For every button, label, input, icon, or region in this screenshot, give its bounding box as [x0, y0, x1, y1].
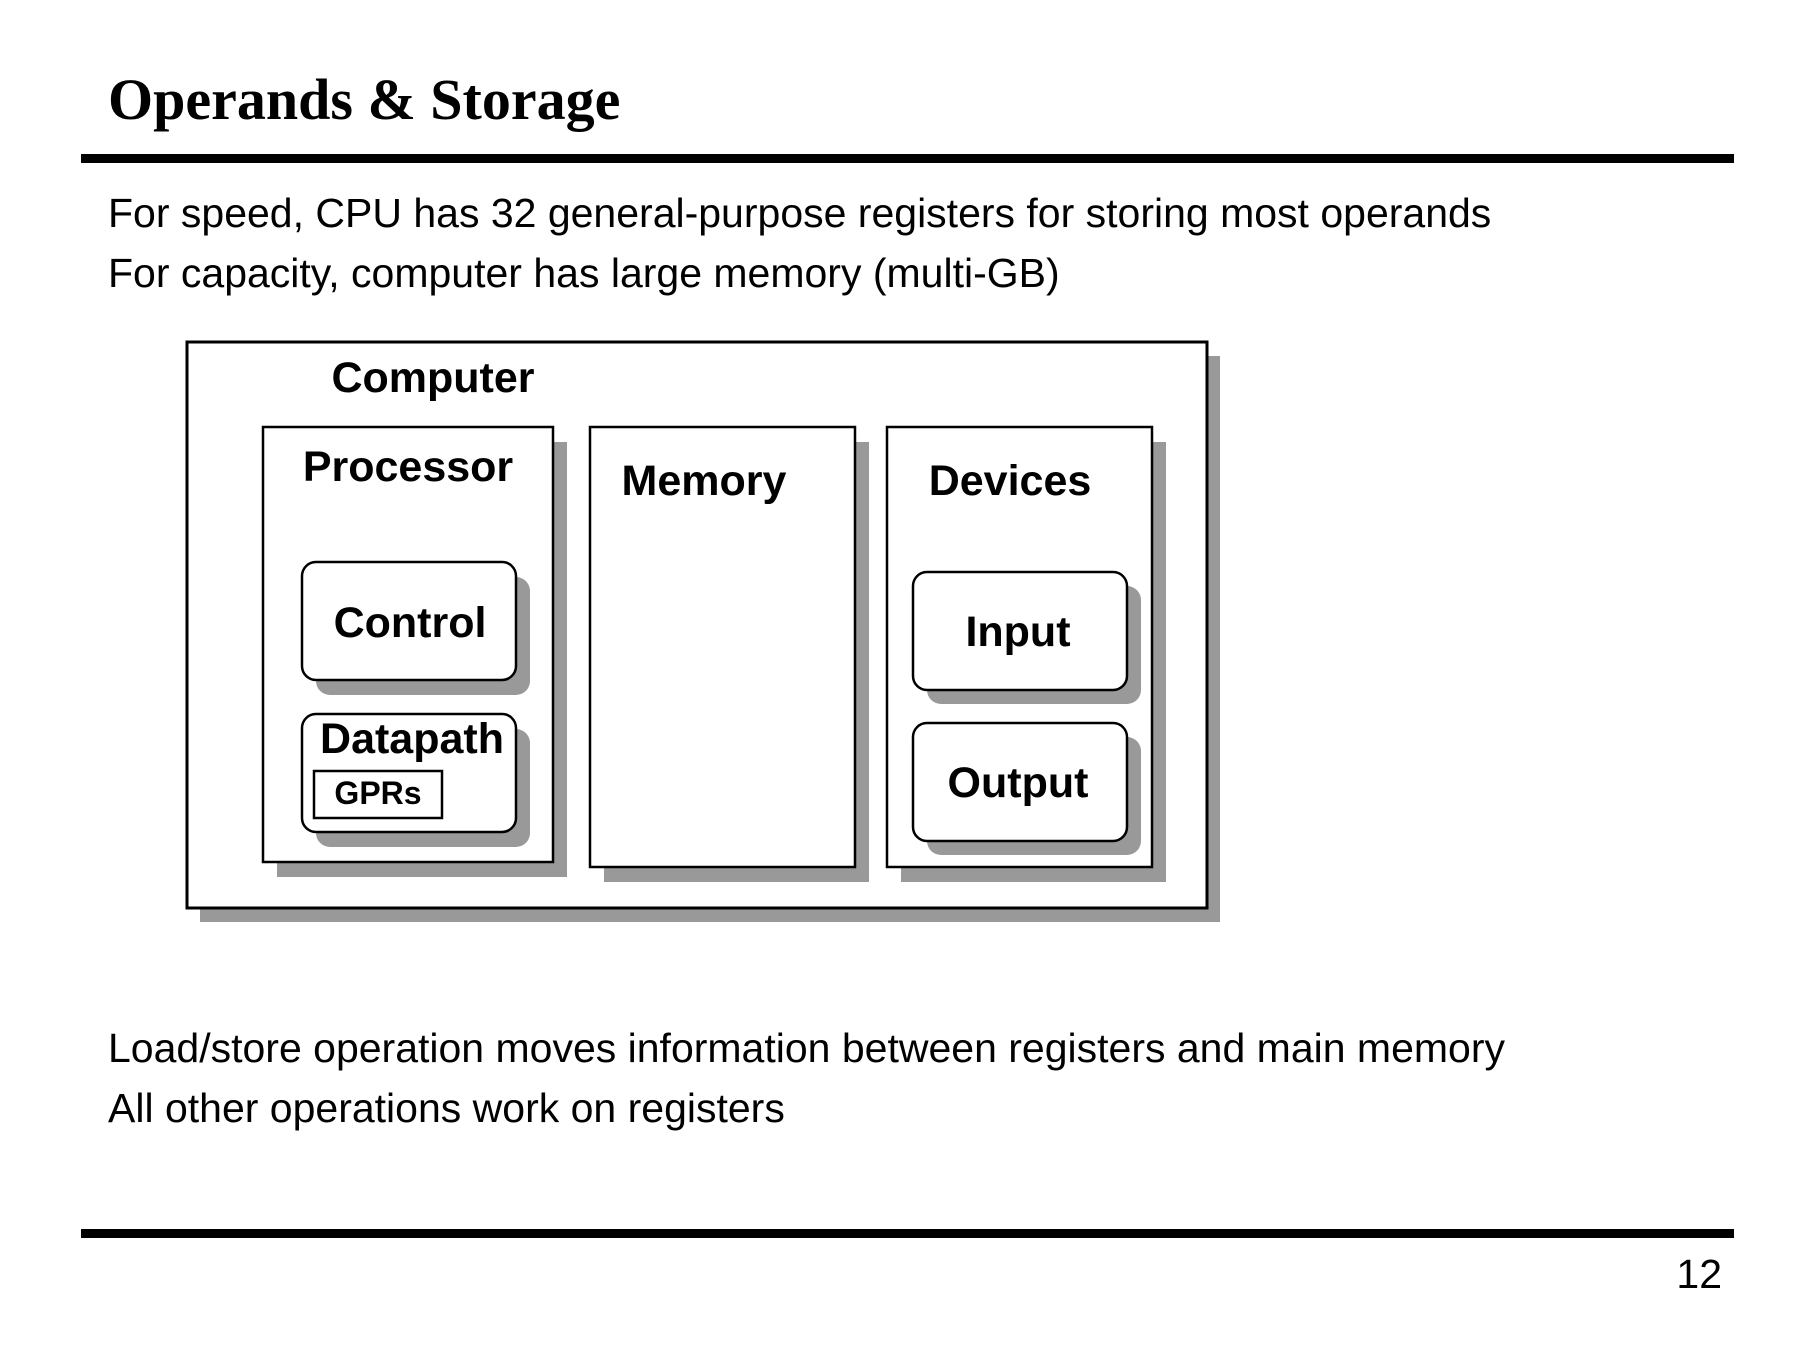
- slide-title: Operands & Storage: [108, 67, 621, 132]
- output-box: Output: [911, 721, 1141, 855]
- datapath-box: Datapath GPRs: [300, 712, 530, 847]
- gprs-label: GPRs: [334, 775, 421, 811]
- intro-text: For speed, CPU has 32 general-purpose re…: [108, 183, 1491, 303]
- memory-box: Memory: [588, 425, 869, 882]
- computer-organization-diagram: Computer Processor Control Datapath GP: [180, 340, 1230, 940]
- intro-line: For capacity, computer has large memory …: [108, 250, 1060, 296]
- closing-text: Load/store operation moves information b…: [108, 1018, 1505, 1138]
- closing-line: All other operations work on registers: [108, 1085, 785, 1131]
- gprs-box: [312, 769, 444, 820]
- intro-line: For speed, CPU has 32 general-purpose re…: [108, 190, 1492, 236]
- computer-label: Computer: [331, 354, 534, 402]
- closing-line: Load/store operation moves information b…: [108, 1025, 1505, 1071]
- title-divider: [81, 154, 1734, 163]
- datapath-label: Datapath: [320, 715, 504, 763]
- control-label: Control: [334, 599, 487, 647]
- processor-label: Processor: [303, 443, 514, 491]
- page-number: 12: [1676, 1251, 1722, 1297]
- devices-box: Devices Input Output: [885, 425, 1166, 882]
- processor-box: Processor Control Datapath GPRs: [261, 425, 567, 877]
- control-box: Control: [300, 560, 530, 695]
- devices-label: Devices: [929, 457, 1092, 505]
- output-label: Output: [948, 759, 1089, 807]
- input-label: Input: [965, 608, 1070, 656]
- footer-divider: [81, 1229, 1734, 1238]
- memory-label: Memory: [622, 457, 787, 505]
- input-box: Input: [911, 570, 1141, 704]
